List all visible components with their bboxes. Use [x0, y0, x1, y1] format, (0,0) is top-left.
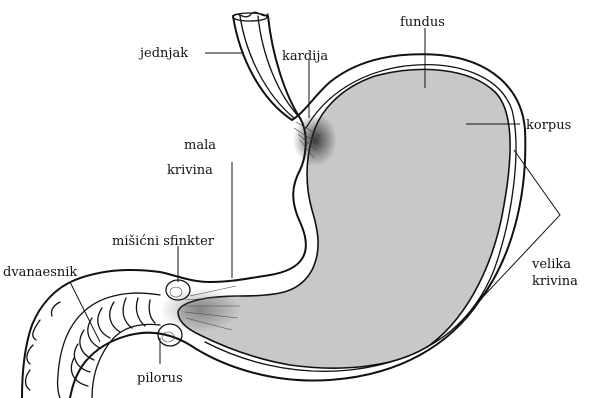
- label-cardia: kardija: [282, 49, 328, 64]
- label-sphincter: mišićni sfinkter: [112, 234, 215, 249]
- label-body: korpus: [526, 118, 571, 133]
- leader-duodenum: [70, 282, 100, 342]
- label-esophagus: jednjak: [138, 46, 188, 61]
- cardia-shading: [293, 114, 337, 166]
- label-greater-curvature-2: krivina: [532, 274, 578, 289]
- label-fundus: fundus: [400, 15, 445, 30]
- label-greater-curvature-1: velika: [531, 257, 571, 272]
- label-pylorus: pilorus: [137, 371, 183, 386]
- label-lesser-curvature-1: mala: [184, 138, 216, 153]
- label-duodenum: dvanaesnik: [3, 265, 77, 280]
- esophagus: [233, 12, 300, 118]
- label-lesser-curvature-2: krivina: [167, 163, 213, 178]
- pylorus-shading: [160, 288, 240, 332]
